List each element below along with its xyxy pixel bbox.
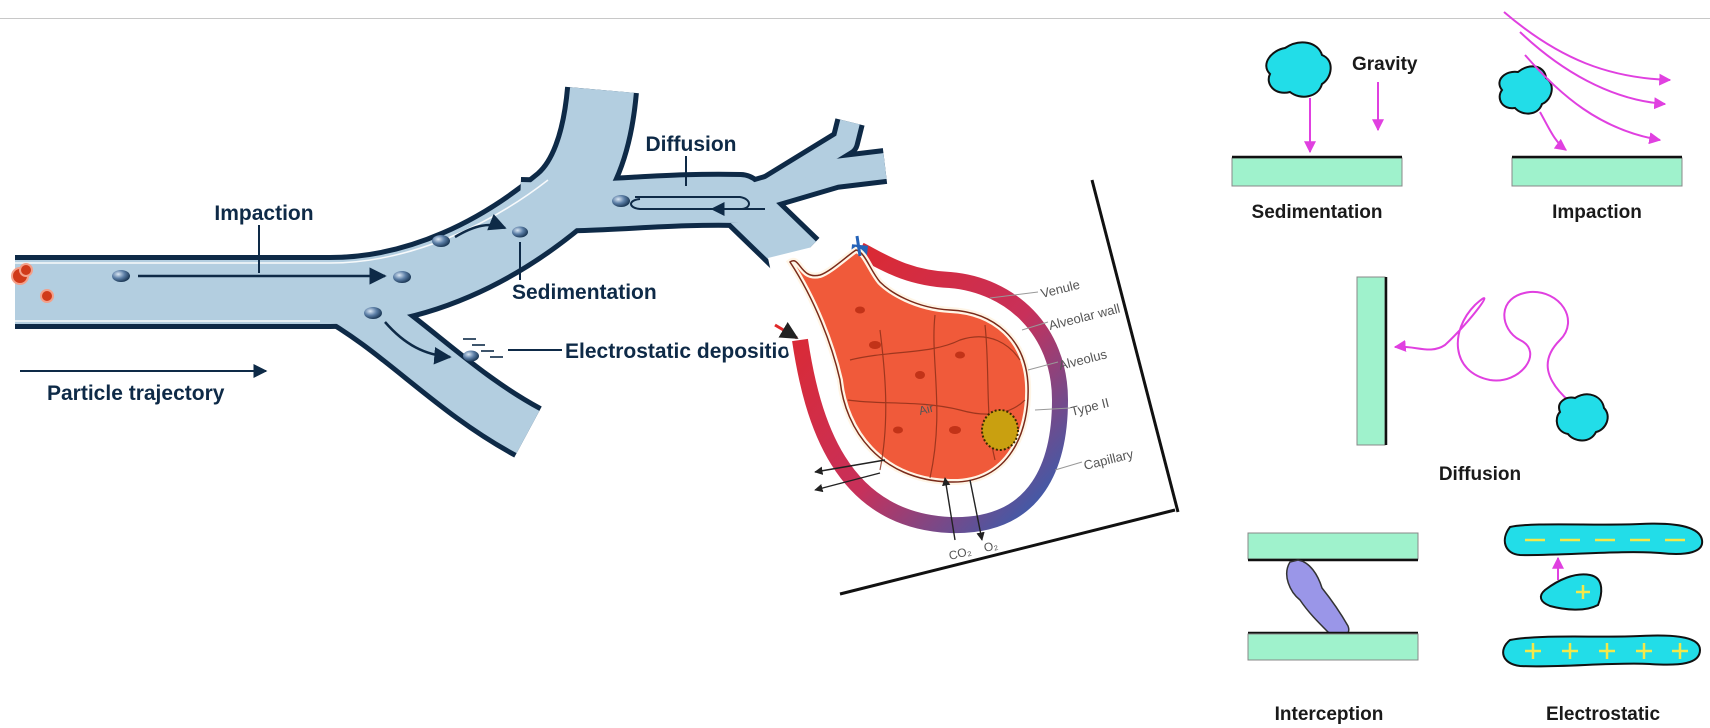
panel-electrostatic: Electrostatic — [1503, 524, 1702, 725]
label-interception-panel: Interception — [1275, 704, 1384, 725]
label-diffusion: Diffusion — [646, 133, 737, 156]
airway-tree — [0, 90, 885, 432]
panel-diffusion: Diffusion — [1357, 277, 1608, 485]
label-electrostatic-panel: Electrostatic — [1546, 704, 1660, 725]
label-particle-trajectory: Particle trajectory — [47, 382, 225, 405]
label-impaction-panel: Impaction — [1552, 202, 1642, 223]
panel-impaction: Impaction — [1499, 12, 1682, 223]
panel-sedimentation: Gravity Sedimentation — [1232, 42, 1418, 223]
label-gravity: Gravity — [1352, 54, 1418, 75]
label-electrostatic-deposition: Electrostatic deposition — [565, 340, 803, 363]
alveolus-inset: Venule Alveolar wall Alveolus Type II Ca… — [768, 178, 1178, 594]
label-sedimentation-panel: Sedimentation — [1252, 202, 1383, 223]
label-impaction: Impaction — [214, 202, 313, 225]
label-sedimentation: Sedimentation — [512, 281, 657, 304]
panel-interception: Interception — [1248, 533, 1418, 725]
label-diffusion-panel: Diffusion — [1439, 464, 1521, 485]
